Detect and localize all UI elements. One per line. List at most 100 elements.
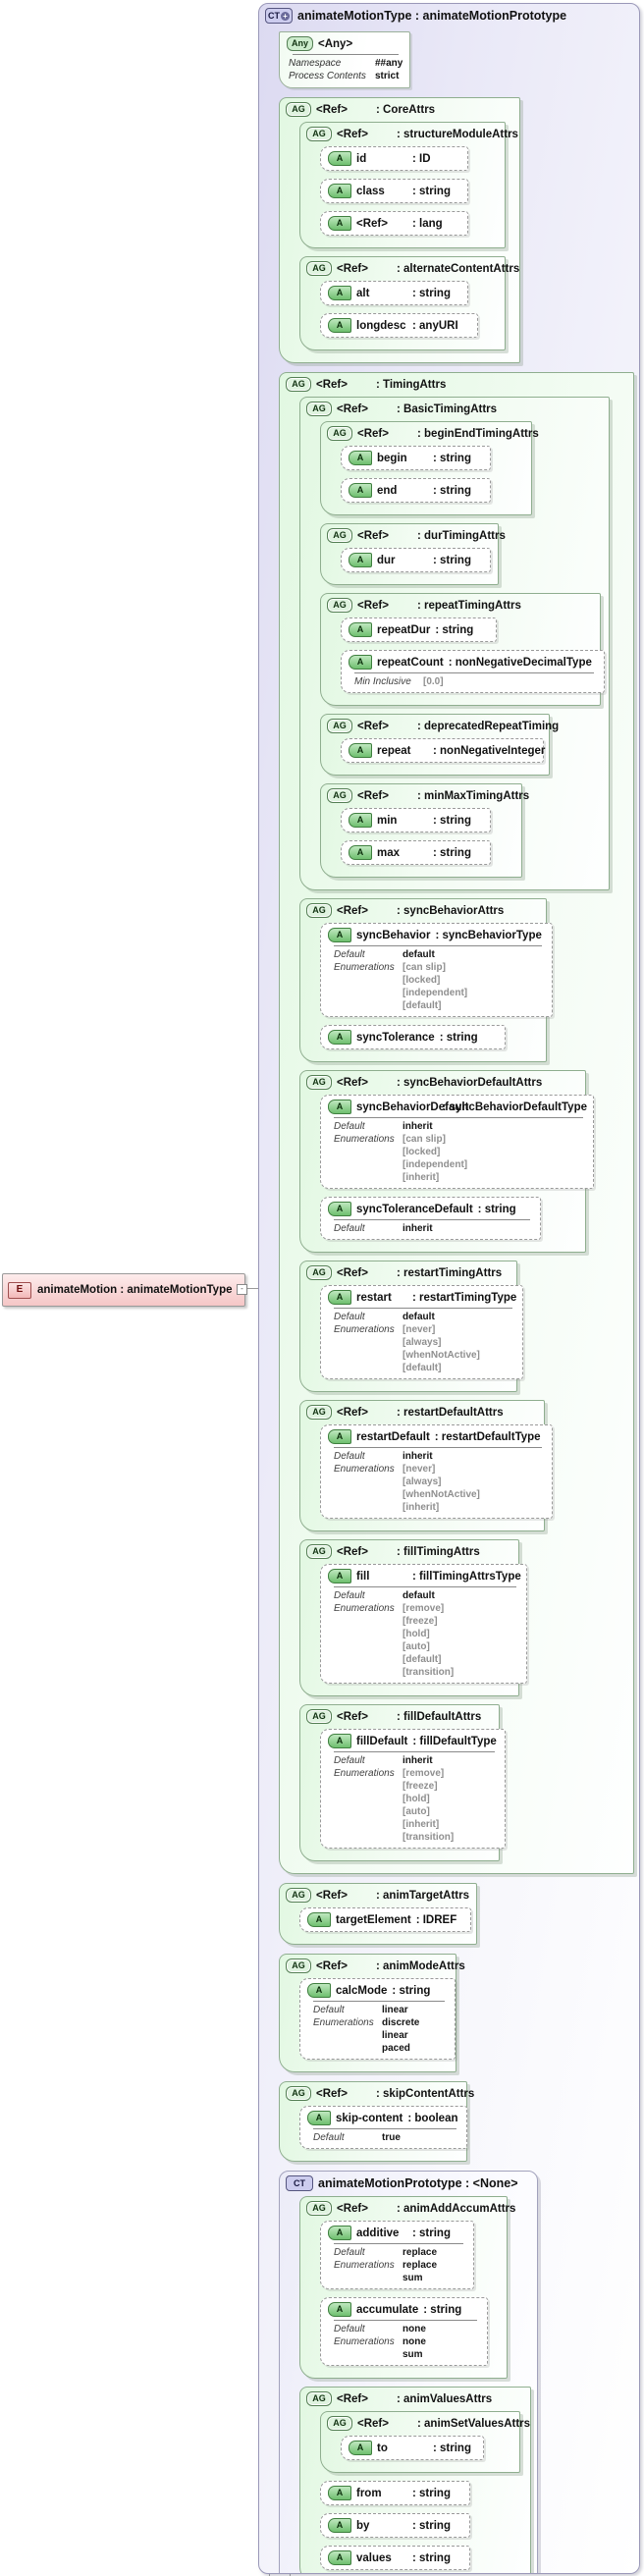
facet-value: linear bbox=[382, 2030, 408, 2041]
facet-separator bbox=[334, 2243, 463, 2244]
attribute-group-header: AG<Ref>: fillDefaultAttrs bbox=[300, 1705, 499, 1726]
attribute-group-icon: AG bbox=[306, 903, 332, 918]
facet-label: Enumerations bbox=[334, 2260, 395, 2271]
group-ref-label: <Ref> bbox=[357, 599, 389, 612]
element-box-animateMotion[interactable]: E animateMotion : animateMotionType bbox=[2, 1273, 245, 1307]
attribute-name-label: syncBehavior bbox=[356, 929, 431, 941]
facet-separator bbox=[334, 1447, 542, 1448]
complex-type-box-animateMotionTypeanimateMotionPrototype[interactable]: CT+animateMotionType : animateMotionProt… bbox=[258, 3, 640, 2574]
attribute-type-label: : nonNegativeDecimalType bbox=[448, 656, 592, 669]
any-property-label: Namespace bbox=[289, 58, 342, 69]
facet-values: default bbox=[402, 1311, 435, 1323]
facet-value: [can slip] bbox=[402, 962, 446, 973]
attribute-name-label: from bbox=[356, 2487, 382, 2499]
attribute-type-label: : nonNegativeInteger bbox=[433, 744, 546, 757]
attribute-group-header: AG<Ref>: animModeAttrs bbox=[280, 1955, 465, 1975]
attribute-group-header: AG<Ref>: deprecatedRepeatTiming bbox=[321, 715, 559, 735]
attribute-type-label: : string bbox=[433, 452, 471, 464]
attribute-box-Ref[interactable]: A<Ref>: lang bbox=[320, 211, 468, 236]
facet-value: inherit bbox=[402, 1223, 433, 1234]
attribute-icon: A bbox=[328, 1429, 351, 1444]
attribute-icon: A bbox=[349, 845, 372, 860]
group-ref-label: <Ref> bbox=[357, 2417, 389, 2430]
group-ref-label: <Ref> bbox=[357, 427, 389, 440]
attribute-group-icon: AG bbox=[286, 2086, 311, 2101]
facet-value: [never] bbox=[402, 1324, 436, 1335]
attribute-group-header: AG<Ref>: durTimingAttrs bbox=[321, 524, 506, 545]
attribute-group-icon: AG bbox=[306, 1709, 332, 1724]
attribute-type-label: : lang bbox=[412, 217, 443, 230]
facet-value: default bbox=[402, 1312, 435, 1322]
facet-value: [locked] bbox=[402, 1147, 441, 1157]
facet-label: Default bbox=[334, 2247, 365, 2258]
facet-separator bbox=[354, 672, 594, 673]
group-ref-label: <Ref> bbox=[337, 402, 368, 415]
any-property-value: strict bbox=[375, 71, 400, 81]
attribute-group-header: AG<Ref>: syncBehaviorAttrs bbox=[300, 899, 546, 920]
group-ref-label: <Ref> bbox=[337, 1710, 368, 1723]
badge-text: AG bbox=[333, 721, 347, 730]
badge-text: A bbox=[336, 1571, 344, 1581]
collapse-handle[interactable]: - bbox=[237, 1284, 247, 1295]
